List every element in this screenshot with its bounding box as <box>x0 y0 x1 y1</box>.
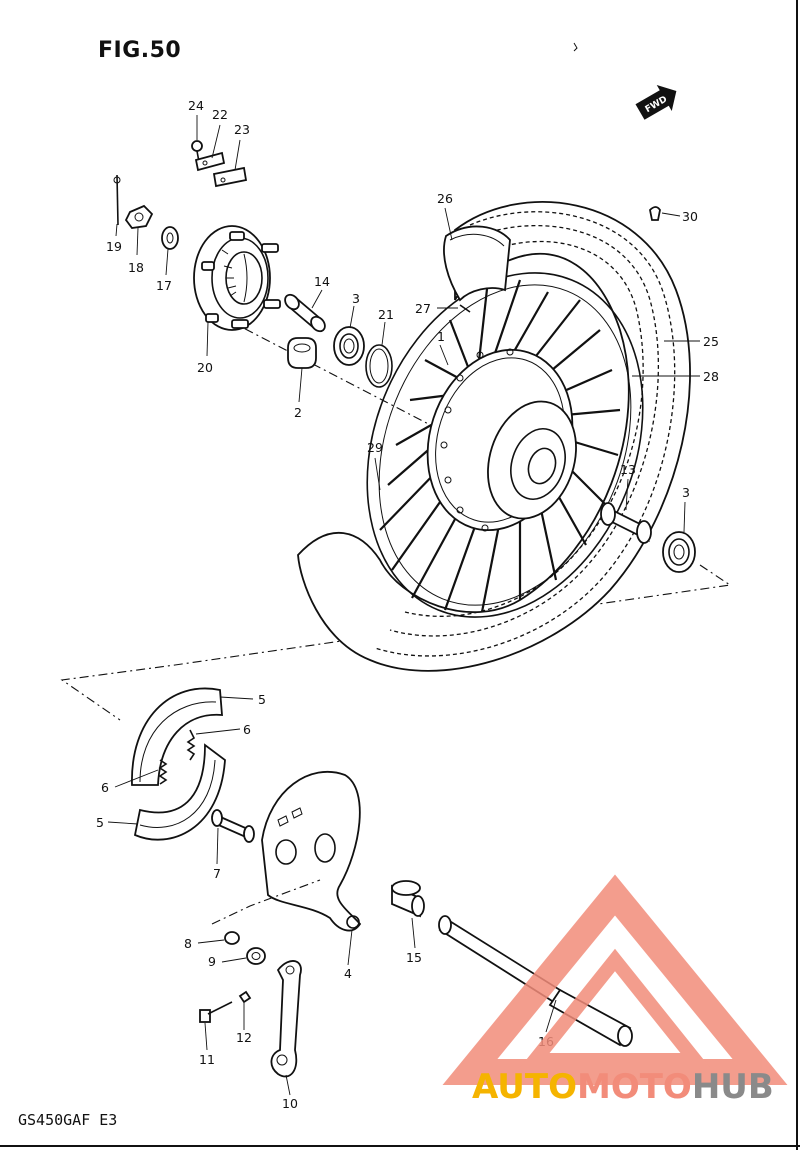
part-label-11: 11 <box>199 1052 215 1067</box>
spacer-part-13 <box>600 502 652 544</box>
part-label-6-upper: 6 <box>243 722 251 737</box>
bearing-part-3-upper <box>333 326 365 366</box>
center-line-upper <box>227 319 441 431</box>
forward-arrow-icon: FWD <box>635 85 677 120</box>
part-label-5-lower: 5 <box>96 815 104 830</box>
washer-part-17 <box>161 226 179 250</box>
part-label-7: 7 <box>213 866 221 881</box>
washer-part-8 <box>224 931 240 945</box>
part-label-12: 12 <box>236 1030 252 1045</box>
rim-part-28 <box>366 272 644 618</box>
model-code: GS450GAF E3 <box>18 1111 117 1129</box>
part-label-19: 19 <box>106 239 122 254</box>
watermark-text-moto: MOTO <box>577 1067 692 1107</box>
center-line-upper-2 <box>60 564 732 721</box>
bolt-part-11 <box>199 1001 233 1023</box>
torque-link-part-10 <box>270 960 302 1078</box>
rear-wheel-assembly <box>297 201 691 672</box>
cotter-pin-part-19 <box>113 174 121 226</box>
part-label-21: 21 <box>378 307 394 322</box>
axle-part-16 <box>438 915 633 1047</box>
part-label-3-upper: 3 <box>352 291 360 306</box>
part-label-30: 30 <box>682 209 698 224</box>
part-label-9: 9 <box>208 954 216 969</box>
center-line-lower <box>211 879 321 925</box>
bushing-part-15 <box>391 880 425 918</box>
brake-shoe-upper-part-5 <box>131 687 223 786</box>
leader-lines <box>107 115 700 1096</box>
part-label-6-lower: 6 <box>101 780 109 795</box>
brake-shoe-lower-part-5 <box>133 743 226 841</box>
sprocket-drum-part-20 <box>193 225 281 331</box>
valve-cap-part-30 <box>649 206 661 221</box>
spring-part-6-upper <box>186 729 196 761</box>
part-label-24: 24 <box>188 98 204 113</box>
spring-part-6-lower <box>158 759 168 785</box>
washer-part-9 <box>246 947 266 965</box>
watermark-text-hub: HUB <box>692 1067 774 1107</box>
hub-part-1 <box>426 348 577 532</box>
watermark-text: AUTOMOTOHUB <box>472 1067 774 1107</box>
part-label-3-lower: 3 <box>682 485 690 500</box>
brake-panel-part-4 <box>261 770 362 932</box>
part-label-27: 27 <box>415 301 431 316</box>
part-label-13: 13 <box>620 462 636 477</box>
part-label-18: 18 <box>128 260 144 275</box>
lock-plate-part-22 <box>194 151 226 172</box>
spacer-part-14 <box>284 293 326 333</box>
part-number-labels: 24 22 23 19 18 17 20 14 3 21 2 26 27 1 2… <box>96 98 719 1111</box>
lock-plate-part-23 <box>212 166 248 188</box>
figure-title: FIG.50 <box>98 38 181 63</box>
part-label-5-upper: 5 <box>258 692 266 707</box>
rim-band-part-26 <box>443 225 511 302</box>
bushing-part-2 <box>287 337 317 369</box>
part-label-23: 23 <box>234 122 250 137</box>
castle-nut-part-18 <box>124 204 154 229</box>
part-label-2: 2 <box>294 405 302 420</box>
valve-part-27 <box>459 304 471 313</box>
part-label-28: 28 <box>703 369 719 384</box>
part-label-1: 1 <box>437 329 445 344</box>
part-label-4: 4 <box>344 966 352 981</box>
bearing-part-3-lower <box>662 531 696 573</box>
part-label-22: 22 <box>212 107 228 122</box>
watermark-logo <box>442 874 788 1085</box>
part-label-20: 20 <box>197 360 213 375</box>
part-label-14: 14 <box>314 274 330 289</box>
tire-part-25 <box>297 201 691 672</box>
part-label-17: 17 <box>156 278 172 293</box>
brake-cam-part-7 <box>211 809 255 843</box>
watermark-text-auto: AUTO <box>472 1067 577 1107</box>
part-label-15: 15 <box>406 950 422 965</box>
o-ring-part-21 <box>365 344 393 388</box>
part-label-29: 29 <box>367 440 383 455</box>
part-label-26: 26 <box>437 191 453 206</box>
part-label-8: 8 <box>184 936 192 951</box>
watermark-logo-icon <box>442 874 788 1085</box>
part-label-25: 25 <box>703 334 719 349</box>
part-label-10: 10 <box>282 1096 298 1111</box>
stray-mark <box>573 42 578 52</box>
nut-part-12 <box>238 990 252 1004</box>
